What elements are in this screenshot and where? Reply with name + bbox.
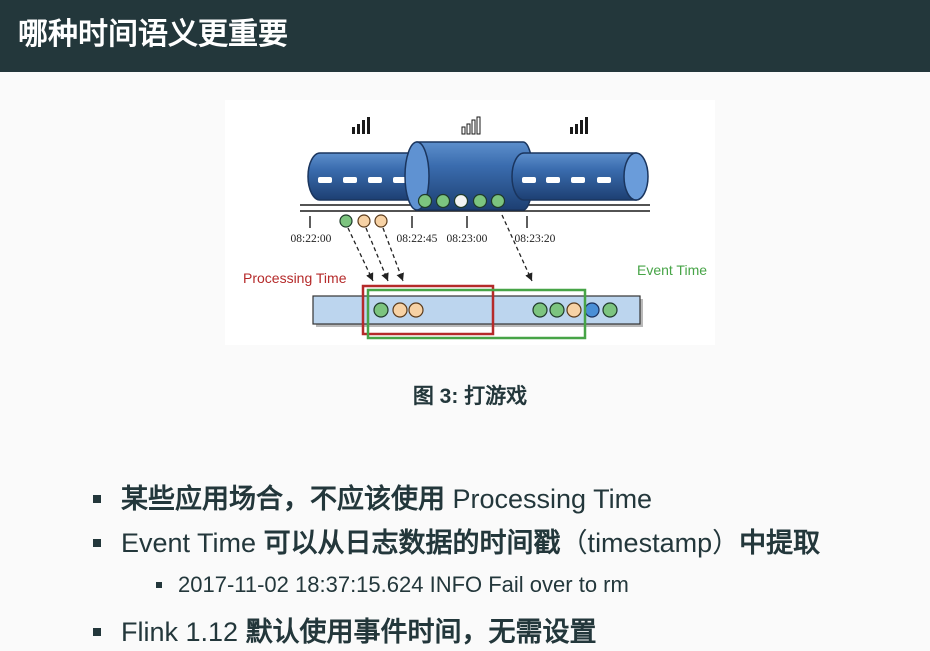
- slide-title: 哪种时间语义更重要: [18, 18, 288, 51]
- bullet-marker: [93, 628, 101, 636]
- event-time-label: Event Time: [637, 262, 707, 278]
- signal-strong-icon: [352, 117, 370, 134]
- tube-dash: [522, 177, 536, 183]
- bar-event-circle: [584, 302, 600, 318]
- bar-event-circle: [549, 302, 565, 318]
- time-semantics-diagram: 08:22:00 08:22:45 08:23:00 08:23:20 Proc…: [225, 100, 715, 345]
- bullet-item: Event Time 可以从日志数据的时间戳（timestamp）中提取: [121, 526, 820, 560]
- tube-dash: [571, 177, 585, 183]
- timeline-tick-label: 08:22:45: [397, 233, 438, 245]
- bullet-text-bold: 某些应用场合，不应该使用: [121, 484, 445, 514]
- bullet-text-bold: 可以从日志数据的时间戳: [263, 528, 561, 558]
- signal-weak-icon: [461, 116, 481, 135]
- slide-header: 哪种时间语义更重要: [0, 0, 930, 72]
- bar-event-circle: [408, 302, 424, 318]
- tube-dash: [546, 177, 560, 183]
- figure-caption: 图 3: 打游戏: [270, 383, 670, 411]
- delay-arrow: [501, 214, 533, 282]
- bullet-text: （timestamp）: [560, 528, 740, 558]
- signal-strong-icon: [570, 117, 588, 134]
- timeline-ticks: [309, 216, 528, 228]
- delay-arrows: [347, 214, 533, 282]
- bar-event-circle: [566, 302, 582, 318]
- event-circle: [453, 193, 469, 209]
- delayed-event-circle: [374, 214, 388, 228]
- bar-event-circle: [373, 302, 389, 318]
- timeline-tick-label: 08:23:20: [515, 233, 556, 245]
- bullet-marker: [93, 495, 101, 503]
- delayed-event-circle: [339, 214, 353, 228]
- event-circle: [435, 193, 451, 209]
- tube-right: [511, 152, 649, 201]
- bullet-item: 某些应用场合，不应该使用 Processing Time: [121, 482, 652, 516]
- tube-dash: [393, 177, 407, 183]
- tube-middle: [404, 141, 534, 211]
- event-circle: [490, 193, 506, 209]
- sub-bullet-marker: [156, 582, 162, 588]
- sub-bullet-item: 2017-11-02 18:37:15.624 INFO Fail over t…: [178, 570, 629, 600]
- bullet-marker: [93, 539, 101, 547]
- delay-arrow: [347, 227, 374, 282]
- tube-left: [307, 152, 426, 201]
- figure-caption-text: 打游戏: [464, 385, 528, 408]
- bullet-text: Event Time: [121, 528, 264, 558]
- event-circle: [417, 193, 433, 209]
- delayed-event-circle: [357, 214, 371, 228]
- tube-dash: [343, 177, 357, 183]
- sub-bullet-text: 2017-11-02 18:37:15.624 INFO Fail over t…: [178, 572, 629, 597]
- tube-dash: [597, 177, 611, 183]
- timeline-tick-label: 08:23:00: [447, 233, 488, 245]
- processing-time-window-box: [361, 284, 495, 336]
- bullet-item: Flink 1.12 默认使用事件时间，无需设置: [121, 615, 597, 649]
- bullet-text-bold: 默认使用事件时间，无需设置: [245, 617, 597, 647]
- bullet-text: Processing Time: [445, 484, 653, 514]
- bar-event-circle: [392, 302, 408, 318]
- delay-arrow: [365, 227, 389, 282]
- processing-time-label: Processing Time: [243, 270, 347, 286]
- timeline-tick-label: 08:22:00: [291, 233, 332, 245]
- event-time-window-box: [366, 288, 587, 340]
- event-circle: [472, 193, 488, 209]
- tube-dash: [368, 177, 382, 183]
- bar-event-circle: [532, 302, 548, 318]
- bullet-text: Flink 1.12: [121, 617, 246, 647]
- bullet-text-bold: 中提取: [739, 528, 821, 558]
- bar-event-circle: [602, 302, 618, 318]
- figure-caption-label: 图 3:: [412, 385, 459, 408]
- delay-arrow: [382, 227, 404, 282]
- tube-dash: [318, 177, 332, 183]
